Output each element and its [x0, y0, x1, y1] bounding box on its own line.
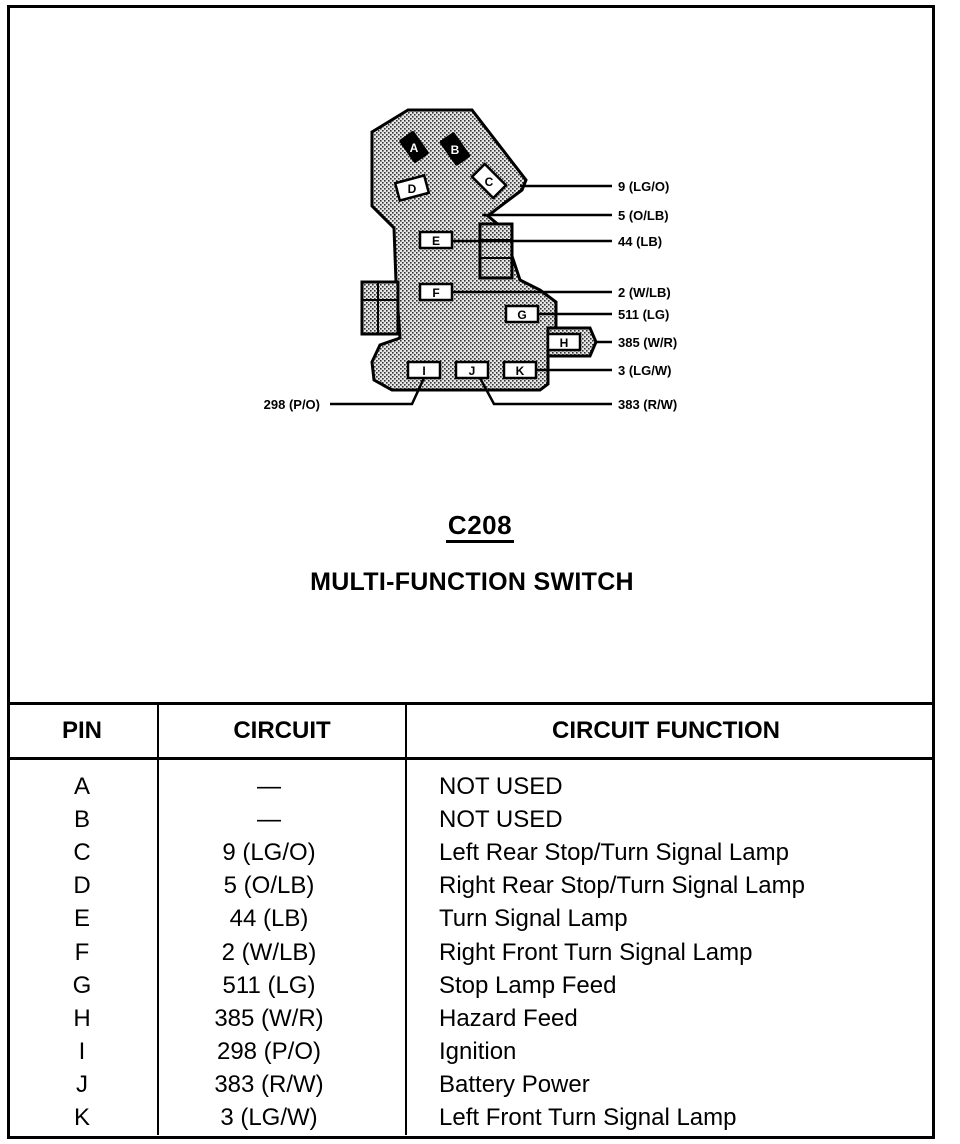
row-circuit: 44 (LB) — [158, 902, 407, 936]
callout-g: 511 (LG) — [618, 307, 669, 322]
pin-g-letter: G — [517, 308, 526, 322]
pin-e-letter: E — [432, 234, 440, 248]
pin-j: J — [454, 360, 490, 380]
row-pin: A — [7, 758, 159, 804]
row-function: Right Front Turn Signal Lamp — [439, 938, 753, 966]
table-row: G 511 (LG) Stop Lamp Feed — [7, 969, 935, 1003]
row-circuit: 511 (LG) — [158, 969, 407, 1003]
row-pin: C — [7, 836, 159, 870]
connector-id-text: C208 — [445, 510, 515, 543]
pin-j-letter: J — [469, 364, 476, 378]
table-row: A — NOT USED — [7, 758, 935, 804]
row-circuit: 383 (R/W) — [158, 1068, 407, 1102]
row-circuit: 5 (O/LB) — [158, 869, 407, 903]
pin-a-letter: A — [410, 141, 419, 155]
row-function: Battery Power — [439, 1071, 590, 1099]
pin-i-letter: I — [422, 364, 425, 378]
row-function: Ignition — [439, 1038, 517, 1066]
pin-i: I — [406, 360, 442, 380]
row-function: Turn Signal Lamp — [439, 905, 628, 933]
table-row: F 2 (W/LB) Right Front Turn Signal Lamp — [7, 935, 935, 970]
table-row: J 383 (R/W) Battery Power — [7, 1068, 935, 1102]
row-function: Stop Lamp Feed — [439, 971, 617, 999]
pin-f: F — [418, 282, 454, 302]
left-latch — [360, 280, 400, 336]
row-pin: H — [7, 1002, 159, 1036]
pin-d: D — [393, 173, 431, 203]
header-circuit: CIRCUIT — [158, 702, 407, 760]
pin-k-letter: K — [516, 364, 525, 378]
row-function: NOT USED — [439, 772, 563, 800]
callout-h: 385 (W/R) — [618, 335, 677, 350]
row-function: Left Rear Stop/Turn Signal Lamp — [439, 838, 789, 866]
callout-c: 9 (LG/O) — [618, 179, 669, 194]
leader-lines — [330, 184, 612, 406]
row-function: Right Rear Stop/Turn Signal Lamp — [439, 872, 805, 900]
table-row: B — NOT USED — [7, 803, 935, 837]
pin-c-letter: C — [485, 175, 494, 189]
pin-h: H — [546, 332, 582, 352]
row-function: NOT USED — [439, 805, 563, 833]
row-pin: J — [7, 1068, 159, 1102]
row-function: Left Front Turn Signal Lamp — [439, 1104, 737, 1132]
row-pin: G — [7, 969, 159, 1003]
row-pin: D — [7, 869, 159, 903]
row-circuit: 385 (W/R) — [158, 1002, 407, 1036]
row-circuit: 2 (W/LB) — [158, 935, 407, 970]
table-row: C 9 (LG/O) Left Rear Stop/Turn Signal La… — [7, 836, 935, 870]
pin-f-letter: F — [432, 286, 439, 300]
connector-name: MULTI-FUNCTION SWITCH — [310, 568, 634, 596]
table-row: D 5 (O/LB) Right Rear Stop/Turn Signal L… — [7, 869, 935, 903]
diagram-frame — [7, 5, 935, 1139]
pin-table: PIN CIRCUIT CIRCUIT FUNCTION A — NOT USE… — [7, 702, 935, 1136]
row-pin: B — [7, 803, 159, 837]
callout-d: 5 (O/LB) — [618, 208, 669, 223]
right-latch — [478, 222, 514, 280]
connector-id: C208 — [0, 510, 960, 543]
row-circuit: 3 (LG/W) — [158, 1101, 407, 1136]
table-row: E 44 (LB) Turn Signal Lamp — [7, 902, 935, 936]
callout-k: 3 (LG/W) — [618, 363, 671, 378]
pin-g: G — [504, 304, 540, 324]
table-row: K 3 (LG/W) Left Front Turn Signal Lamp — [7, 1101, 935, 1136]
row-pin: I — [7, 1035, 159, 1069]
pin-k: K — [502, 360, 538, 380]
table-row: I 298 (P/O) Ignition — [7, 1035, 935, 1069]
callout-j: 383 (R/W) — [618, 397, 677, 412]
pin-d-letter: D — [408, 182, 417, 196]
header-pin: PIN — [7, 702, 159, 760]
pin-c: C — [470, 162, 508, 200]
row-circuit: 9 (LG/O) — [158, 836, 407, 870]
callout-i: 298 (P/O) — [264, 397, 320, 412]
table-row: H 385 (W/R) Hazard Feed — [7, 1002, 935, 1036]
row-function: Hazard Feed — [439, 1004, 578, 1032]
row-pin: E — [7, 902, 159, 936]
table-header-row: PIN CIRCUIT CIRCUIT FUNCTION — [7, 702, 935, 760]
row-pin: K — [7, 1101, 159, 1136]
row-circuit: — — [158, 758, 407, 804]
callout-f: 2 (W/LB) — [618, 285, 671, 300]
pin-e: E — [418, 230, 454, 250]
row-circuit: 298 (P/O) — [158, 1035, 407, 1069]
connector-diagram: A B C D E F G H I J K — [264, 108, 677, 412]
header-circuit-function: CIRCUIT FUNCTION — [406, 702, 935, 760]
pin-b-letter: B — [451, 143, 460, 157]
row-pin: F — [7, 935, 159, 970]
pin-b: B — [439, 132, 471, 166]
pin-h-letter: H — [560, 336, 569, 350]
row-circuit: — — [158, 803, 407, 837]
callout-e: 44 (LB) — [618, 234, 662, 249]
pin-a: A — [399, 131, 429, 163]
